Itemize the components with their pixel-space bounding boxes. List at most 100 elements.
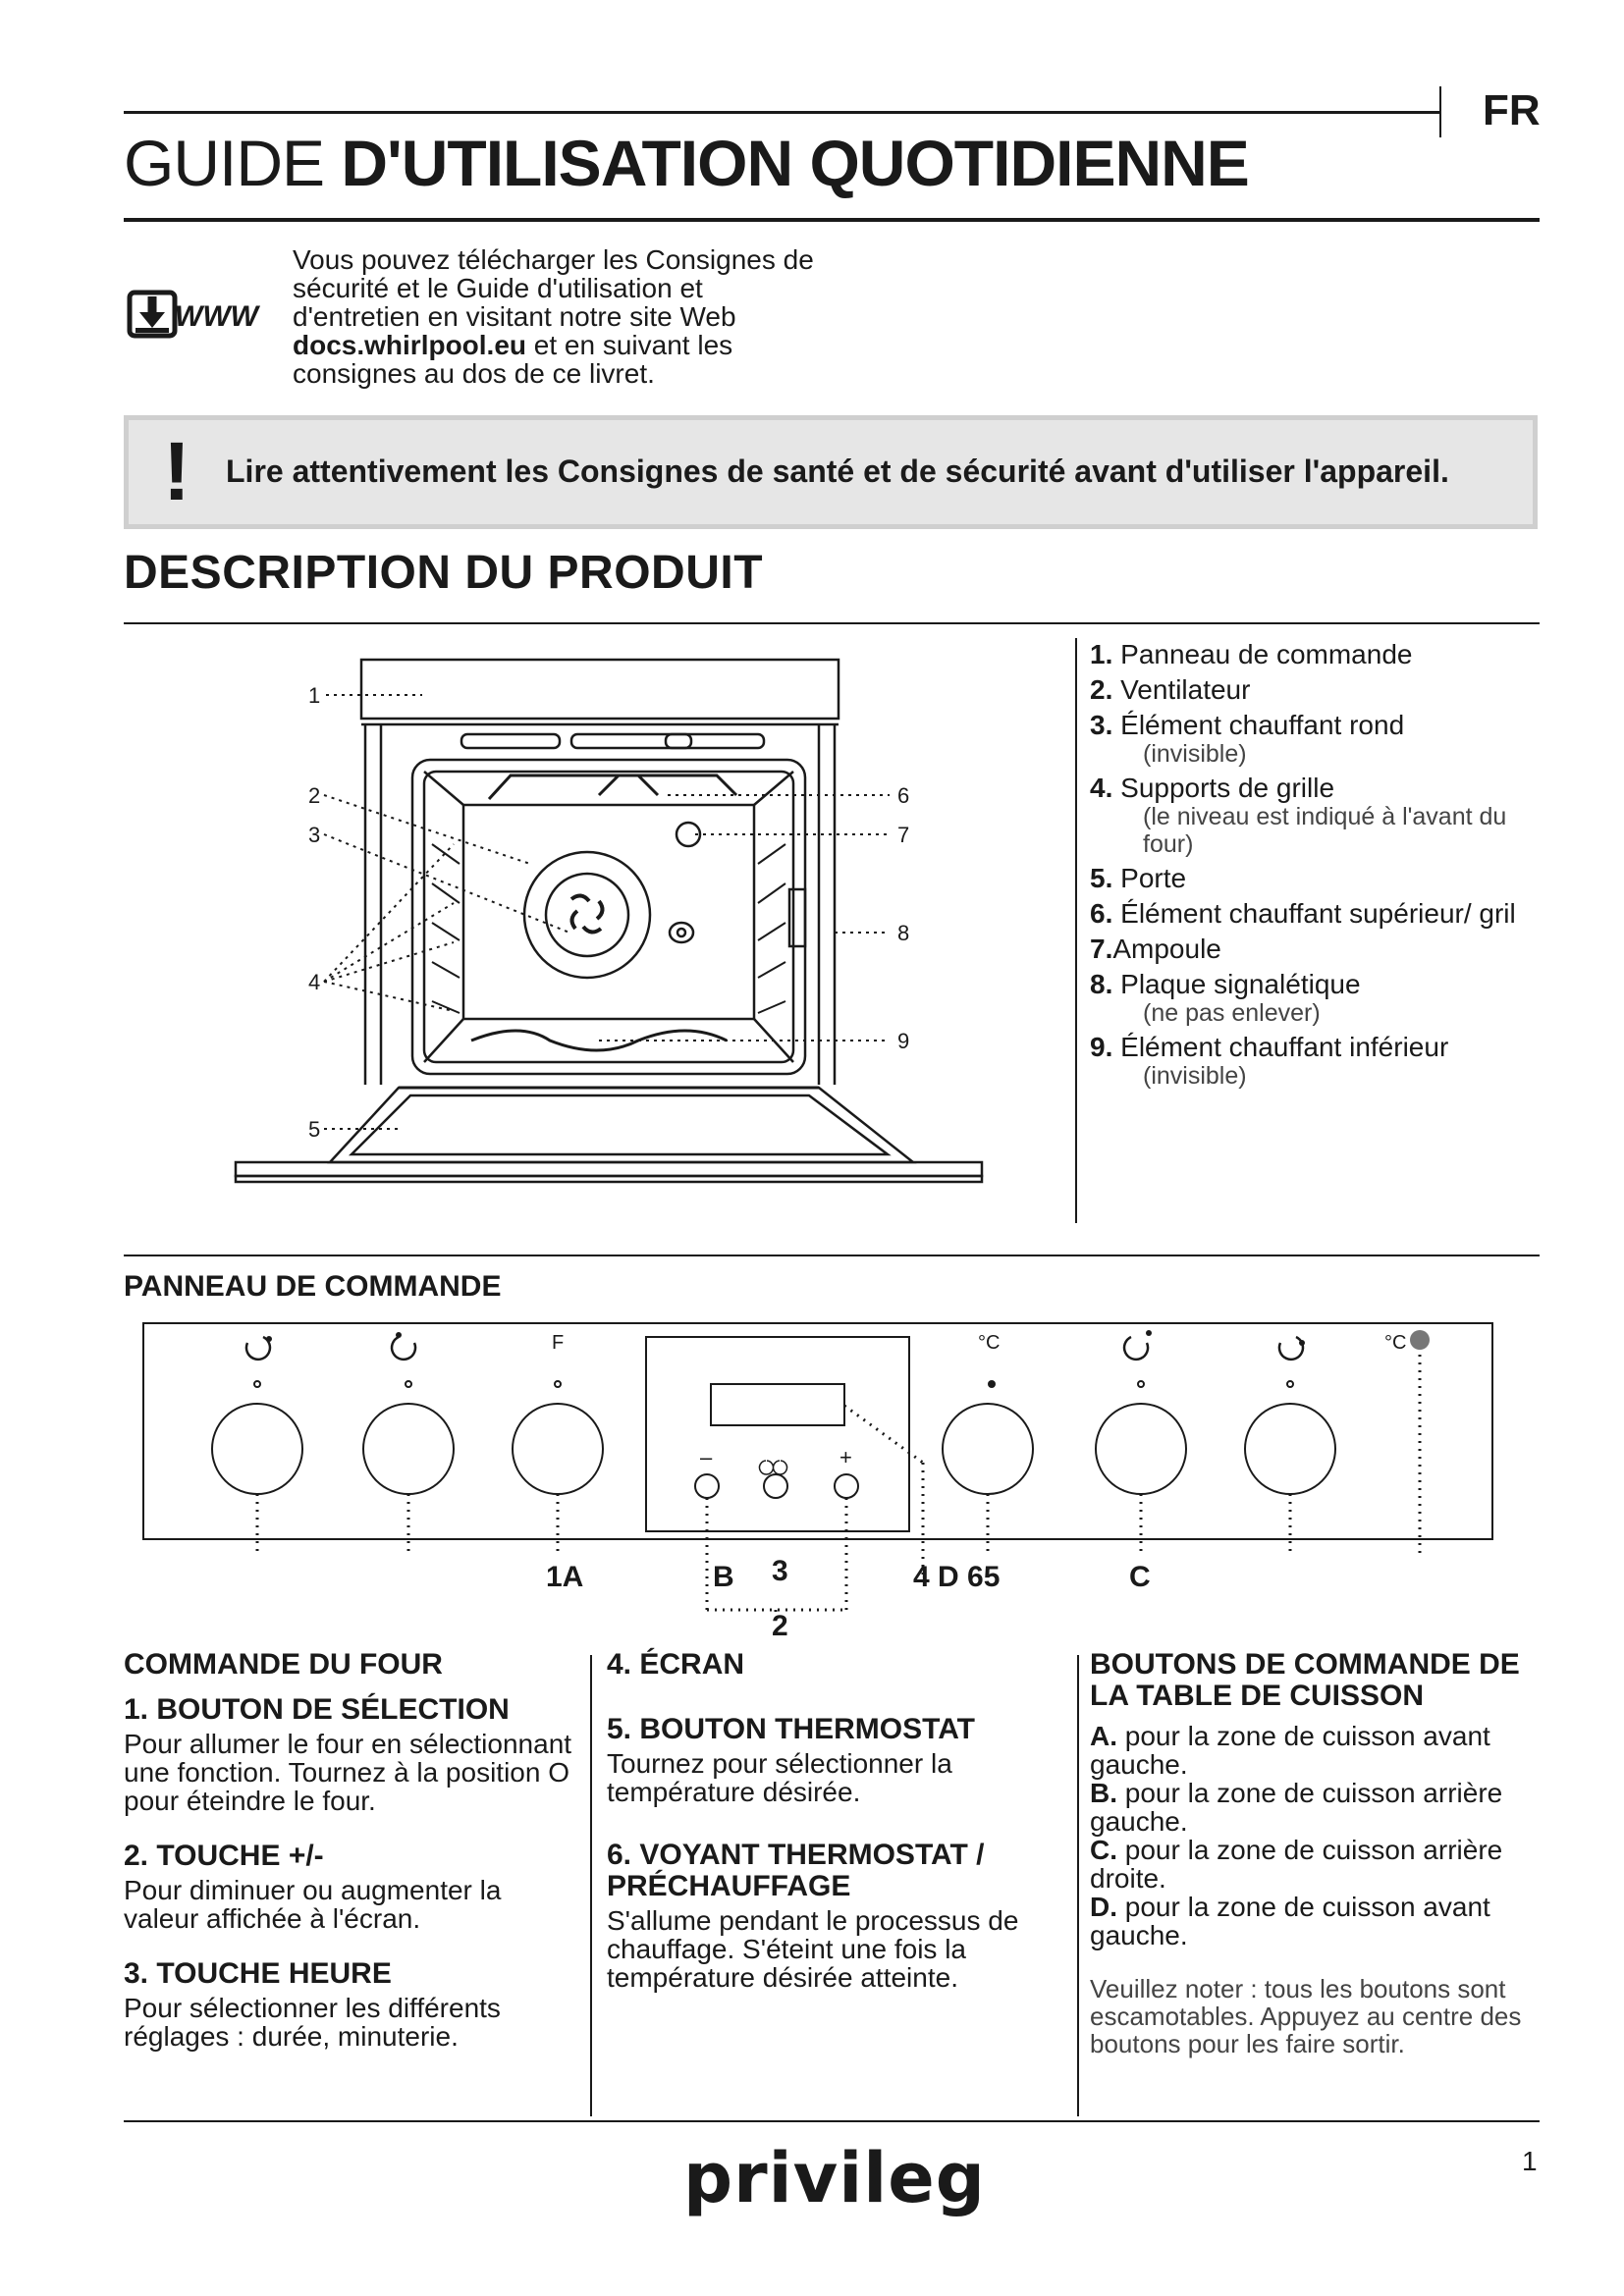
col1-title: COMMANDE DU FOUR <box>124 1648 443 1681</box>
language-tag: FR <box>1483 86 1541 134</box>
diagram-label-8: 8 <box>897 921 909 945</box>
col2-s6-text: S'allume pendant le processus de chauffa… <box>607 1905 1019 1993</box>
diagram-label-4: 4 <box>308 970 320 994</box>
hob-controls-column: BOUTONS DE COMMANDE DE LA TABLE DE CUISS… <box>1090 1648 1532 2058</box>
product-rule <box>124 622 1540 624</box>
legend-item: 6. Élément chauffant supérieur/ gril <box>1090 899 1561 929</box>
callout-2: 2 <box>772 1610 788 1642</box>
diagram-label-2: 2 <box>308 783 320 808</box>
legend-divider <box>1075 638 1077 1223</box>
col1-s1-title: 1. BOUTON DE SÉLECTION <box>124 1693 510 1726</box>
control-panel-diagram: F °C °C – + <box>142 1322 1493 1626</box>
col1-s2-title: 2. TOUCHE +/- <box>124 1840 324 1872</box>
legend-item: 4. Supports de grille(le niveau est indi… <box>1090 773 1561 859</box>
download-icon: WWW <box>127 290 261 339</box>
diagram-label-6: 6 <box>897 783 909 808</box>
col2-s4-title: 4. ÉCRAN <box>607 1648 745 1681</box>
hob-item: D. pour la zone de cuisson avant gauche. <box>1090 1893 1532 1949</box>
legend-sub: (le niveau est indiqué à l'avant du four… <box>1143 803 1507 858</box>
legend-num: 1. <box>1090 639 1113 669</box>
callout-1a: 1A <box>546 1561 584 1593</box>
www-label: WWW <box>175 300 261 333</box>
legend-label: Élément chauffant supérieur/ gril <box>1120 898 1516 929</box>
col2-s5-text: Tournez pour sélectionner la température… <box>607 1748 952 1807</box>
download-text-pre: Vous pouvez télécharger les Consignes de… <box>293 244 814 332</box>
page-number: 1 <box>1522 2146 1538 2176</box>
legend-label: Plaque signalétique <box>1120 969 1361 999</box>
panel-heading: PANNEAU DE COMMANDE <box>124 1270 502 1303</box>
legend-label: Ampoule <box>1112 934 1221 964</box>
hob-item: A. pour la zone de cuisson avant gauche. <box>1090 1722 1532 1779</box>
legend-num: 2. <box>1090 674 1113 705</box>
hob-item: B. pour la zone de cuisson arrière gauch… <box>1090 1779 1532 1836</box>
product-heading: DESCRIPTION DU PRODUIT <box>124 547 764 599</box>
title-bold: D'UTILISATION QUOTIDIENNE <box>341 127 1249 199</box>
col1-s2-text: Pour diminuer ou augmenter la valeur aff… <box>124 1875 502 1934</box>
hob-item-key: D. <box>1090 1892 1117 1922</box>
hob-note: Veuillez noter : tous les boutons sont e… <box>1090 1974 1522 2058</box>
col2-s5-title: 5. BOUTON THERMOSTAT <box>607 1713 975 1745</box>
legend-num: 4. <box>1090 773 1113 803</box>
col2-s6-title: 6. VOYANT THERMOSTAT / PRÉCHAUFFAGE <box>607 1839 985 1902</box>
diagram-label-7: 7 <box>897 823 909 847</box>
footer-rule <box>124 2120 1540 2122</box>
panel-rule <box>124 1255 1540 1256</box>
legend-item: 2. Ventilateur <box>1090 675 1561 705</box>
download-text-post: et en suivant les consignes au dos de ce… <box>293 330 733 389</box>
hob-item-key: A. <box>1090 1721 1117 1751</box>
col-divider-2 <box>1077 1655 1079 2116</box>
lang-divider <box>1439 86 1441 137</box>
legend-sub: (invisible) <box>1143 740 1247 768</box>
download-text: Vous pouvez télécharger les Consignes de… <box>293 245 823 388</box>
legend-item: 1. Panneau de commande <box>1090 640 1561 669</box>
legend-item: 7.Ampoule <box>1090 934 1561 964</box>
brand-logo: privileg <box>683 2138 986 2218</box>
legend-label: Ventilateur <box>1120 674 1251 705</box>
legend-num: 6. <box>1090 898 1113 929</box>
legend-label: Élément chauffant inférieur <box>1120 1032 1449 1062</box>
title-light: GUIDE <box>124 127 342 199</box>
hob-item-text: pour la zone de cuisson avant gauche. <box>1090 1721 1490 1780</box>
col3-title: BOUTONS DE COMMANDE DE LA TABLE DE CUISS… <box>1090 1648 1520 1712</box>
knob-symbol-f: F <box>552 1332 564 1354</box>
diagram-label-1: 1 <box>308 683 320 708</box>
oven-diagram: 1 2 3 4 5 6 7 8 9 <box>234 658 984 1184</box>
legend-label: Élément chauffant rond <box>1120 710 1405 740</box>
legend-num: 7. <box>1090 934 1113 964</box>
knob-symbol-celsius: °C <box>978 1332 1000 1354</box>
warning-text: Lire attentivement les Consignes de sant… <box>226 454 1449 489</box>
hob-item-text: pour la zone de cuisson arrière droite. <box>1090 1835 1503 1894</box>
top-rule <box>124 111 1439 114</box>
warning-mark: ! <box>163 425 190 517</box>
plus-symbol: + <box>839 1445 852 1469</box>
col-divider-1 <box>590 1655 592 2116</box>
hob-item-text: pour la zone de cuisson avant gauche. <box>1090 1892 1490 1950</box>
hob-item: C. pour la zone de cuisson arrière droit… <box>1090 1836 1532 1893</box>
callout-b: B <box>713 1561 734 1593</box>
legend-item: 9. Élément chauffant inférieur(invisible… <box>1090 1032 1561 1091</box>
oven-controls-column: COMMANDE DU FOUR 1. BOUTON DE SÉLECTION … <box>124 1648 575 2052</box>
legend-num: 5. <box>1090 863 1113 893</box>
indicator-symbol-celsius: °C <box>1384 1332 1406 1354</box>
display-column: 4. ÉCRAN 5. BOUTON THERMOSTAT Tournez po… <box>607 1648 1058 1993</box>
legend-label: Supports de grille <box>1120 773 1335 803</box>
diagram-label-5: 5 <box>308 1117 320 1142</box>
legend-sub: (ne pas enlever) <box>1143 999 1321 1027</box>
minus-symbol: – <box>700 1445 713 1469</box>
warning-box <box>124 415 1538 529</box>
legend-num: 3. <box>1090 710 1113 740</box>
callout-3: 3 <box>772 1555 788 1587</box>
legend-num: 9. <box>1090 1032 1113 1062</box>
hob-item-text: pour la zone de cuisson arrière gauche. <box>1090 1778 1503 1837</box>
title-rule <box>124 218 1540 222</box>
diagram-label-3: 3 <box>308 823 320 847</box>
callout-c: C <box>1129 1561 1151 1593</box>
legend-num: 8. <box>1090 969 1113 999</box>
callout-4d65: 4 D 65 <box>913 1561 1001 1593</box>
download-link[interactable]: docs.whirlpool.eu <box>293 330 527 360</box>
legend-label: Porte <box>1120 863 1187 893</box>
legend-sub: (invisible) <box>1143 1062 1247 1090</box>
legend-item: 5. Porte <box>1090 864 1561 893</box>
legend-item: 3. Élément chauffant rond(invisible) <box>1090 710 1561 769</box>
page-title: GUIDE D'UTILISATION QUOTIDIENNE <box>124 126 1250 200</box>
